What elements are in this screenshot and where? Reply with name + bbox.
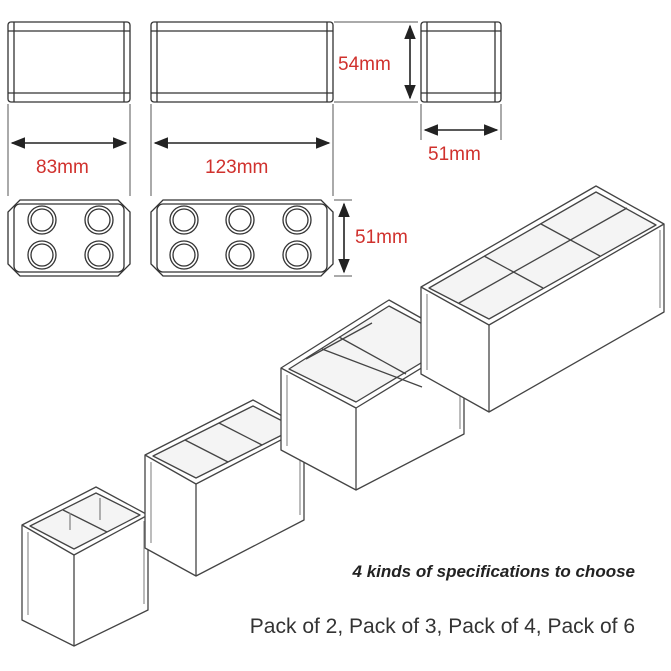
front-view-pack-3	[150, 21, 334, 103]
iso-box-pack-3	[144, 399, 305, 577]
side-depth-label: 51mm	[428, 144, 481, 165]
height-label: 54mm	[338, 54, 391, 75]
side-depth-dimension	[420, 104, 502, 140]
plan-depth-label: 51mm	[355, 227, 408, 248]
height-dimension	[334, 21, 418, 103]
width-small-dimension	[7, 104, 131, 196]
tagline: 4 kinds of specifications to choose	[352, 562, 635, 581]
plan-view-pack-4	[7, 199, 131, 277]
plan-depth-dimension	[334, 199, 352, 277]
width-large-label: 123mm	[205, 157, 268, 178]
iso-box-pack-4	[280, 299, 465, 491]
width-small-label: 83mm	[36, 157, 89, 178]
width-large-dimension	[150, 104, 334, 196]
plan-view-pack-6	[150, 199, 334, 277]
pack-options-text: Pack of 2, Pack of 3, Pack of 4, Pack of…	[249, 615, 635, 638]
side-view	[420, 21, 502, 103]
iso-box-pack-6	[420, 185, 665, 413]
iso-box-pack-2	[21, 486, 149, 647]
front-view-pack-2	[7, 21, 131, 103]
